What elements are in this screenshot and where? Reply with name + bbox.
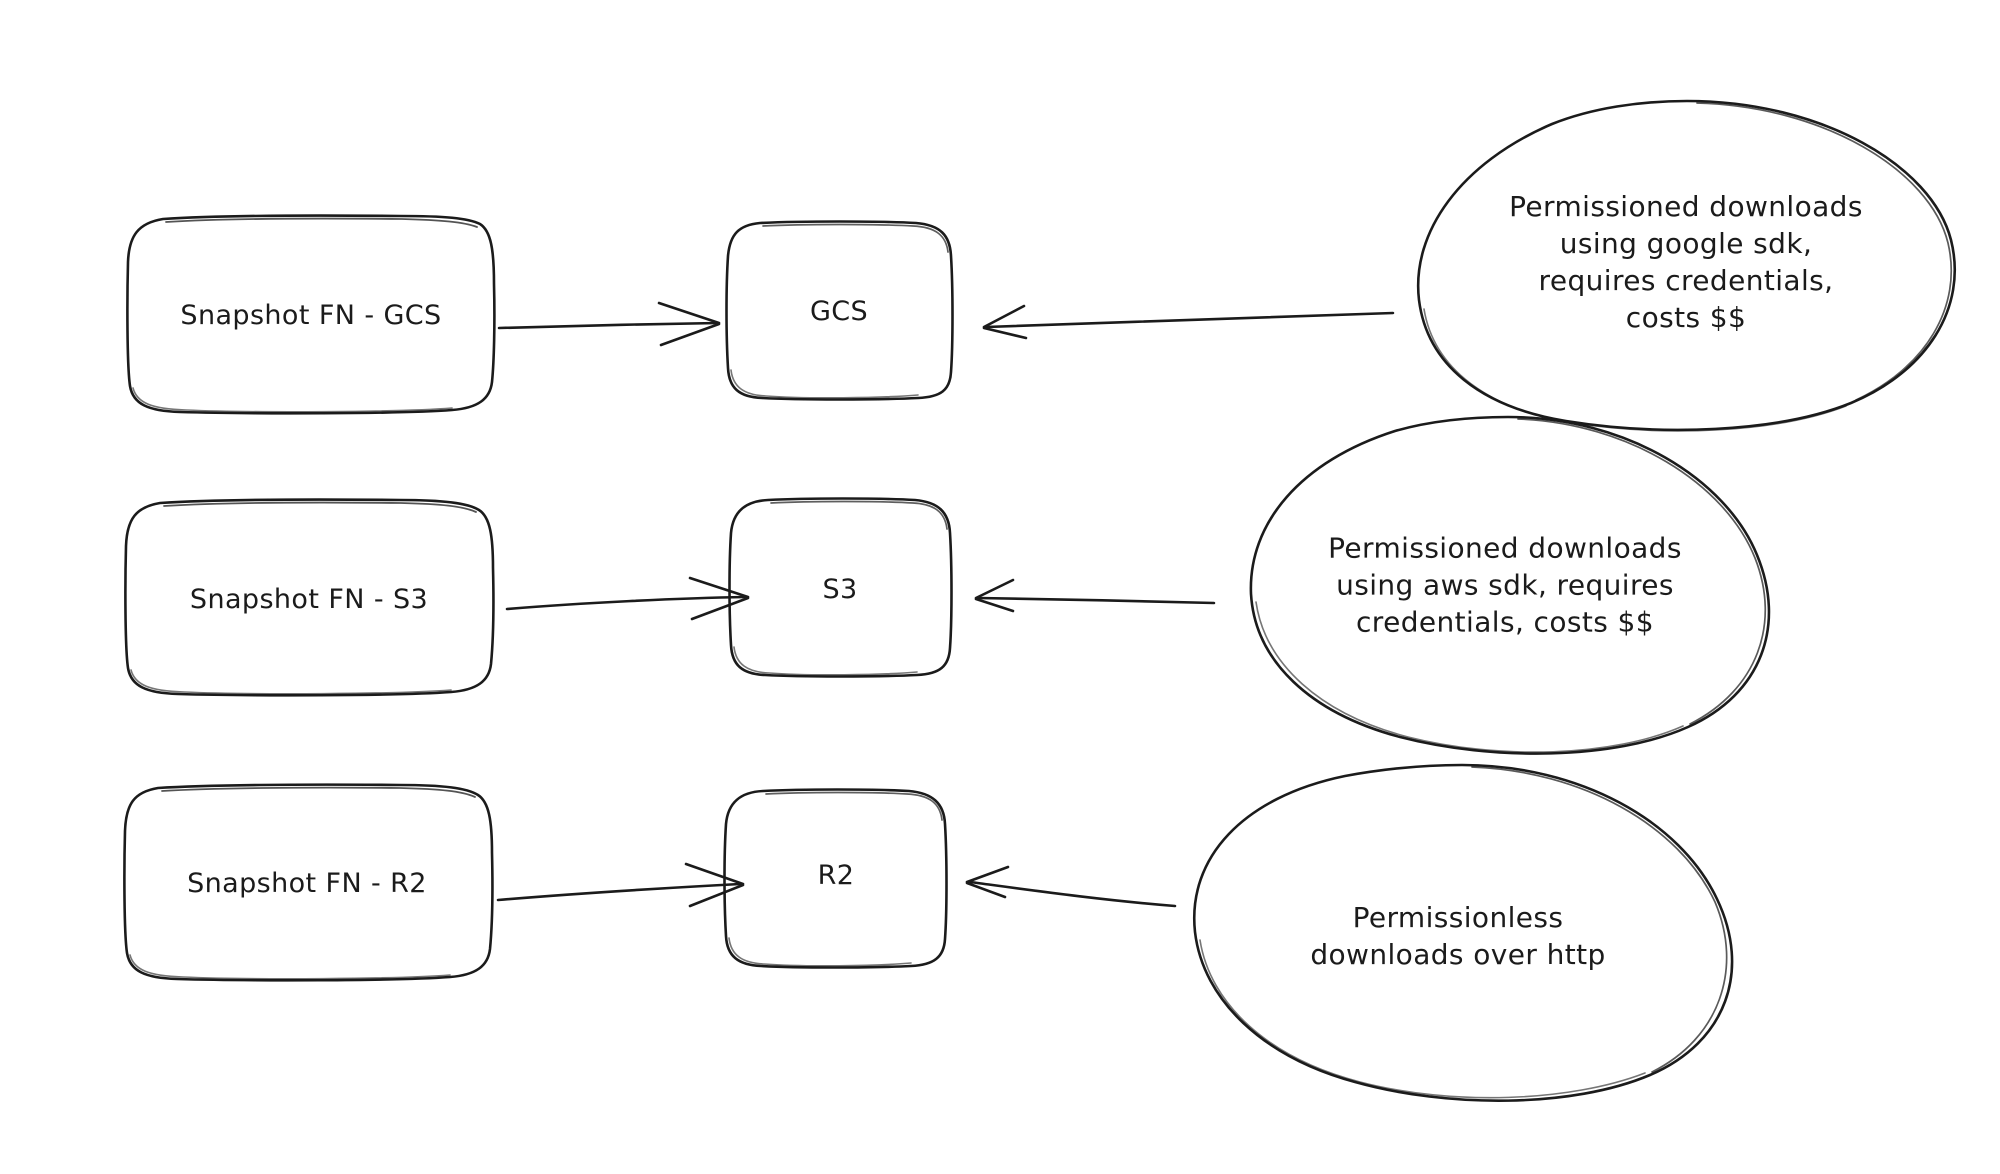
edge-note-s3-to-s3	[974, 578, 1216, 613]
node-label-s3: S3	[822, 573, 858, 605]
edge-snapshot-fn-gcs-to-gcs	[497, 301, 721, 347]
node-shape-snapshot-fn-gcs[interactable]	[126, 214, 496, 415]
node-shape-snapshot-fn-s3[interactable]	[124, 498, 495, 697]
note-shape-s3[interactable]	[1249, 415, 1771, 755]
edge-snapshot-fn-s3-to-s3	[505, 576, 750, 621]
node-label-snapshot-fn-gcs: Snapshot FN - GCS	[180, 299, 442, 331]
note-label-r2: Permissionless downloads over http	[1310, 901, 1606, 971]
edge-note-r2-to-r2	[965, 865, 1177, 908]
note-label-s3: Permissioned downloads using aws sdk, re…	[1328, 531, 1682, 639]
node-label-r2: R2	[817, 859, 855, 891]
node-shape-gcs[interactable]	[725, 220, 954, 401]
edge-snapshot-fn-r2-to-r2	[496, 862, 745, 908]
node-label-gcs: GCS	[809, 295, 869, 327]
note-label-gcs: Permissioned downloads using google sdk,…	[1509, 190, 1863, 334]
node-label-snapshot-fn-r2: Snapshot FN - R2	[187, 867, 427, 899]
node-label-snapshot-fn-s3: Snapshot FN - S3	[189, 583, 429, 615]
node-shape-r2[interactable]	[723, 788, 948, 969]
edge-note-gcs-to-gcs	[982, 304, 1395, 340]
node-shape-s3[interactable]	[728, 497, 953, 678]
note-shape-r2[interactable]	[1192, 763, 1734, 1102]
node-shape-snapshot-fn-r2[interactable]	[123, 783, 494, 982]
